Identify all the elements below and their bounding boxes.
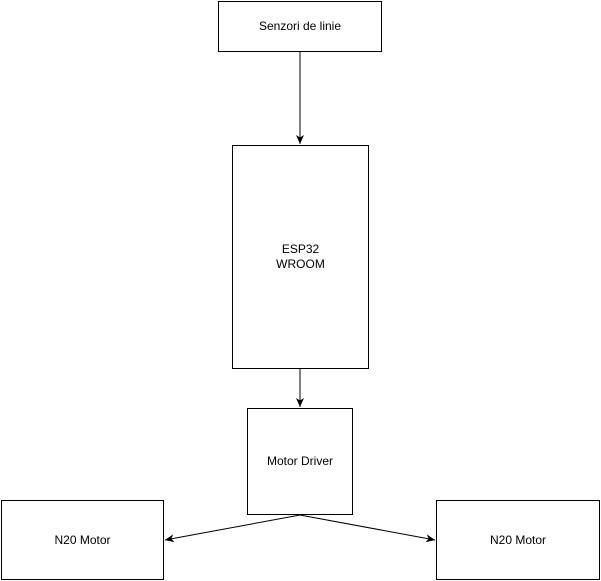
esp32-label-line1: ESP32: [281, 242, 320, 256]
sensors-label: Senzori de linie: [258, 19, 342, 33]
edge-driver-to-motor-right: [299, 514, 436, 543]
esp32-label-line2: WROOM: [276, 257, 325, 271]
motor-right-label: N20 Motor: [489, 532, 547, 547]
esp32-box[interactable]: ESP32 WROOM: [232, 145, 369, 369]
esp32-label: ESP32 WROOM: [276, 242, 325, 272]
edge-driver-to-motor-left: [164, 514, 301, 543]
motor-driver-label: Motor Driver: [266, 454, 333, 468]
motor-left-box[interactable]: N20 Motor: [1, 500, 164, 580]
motor-driver-box[interactable]: Motor Driver: [247, 408, 353, 515]
sensors-box[interactable]: Senzori de linie: [218, 1, 382, 52]
motor-left-label: N20 Motor: [54, 532, 111, 547]
motor-right-box[interactable]: N20 Motor: [436, 500, 600, 580]
